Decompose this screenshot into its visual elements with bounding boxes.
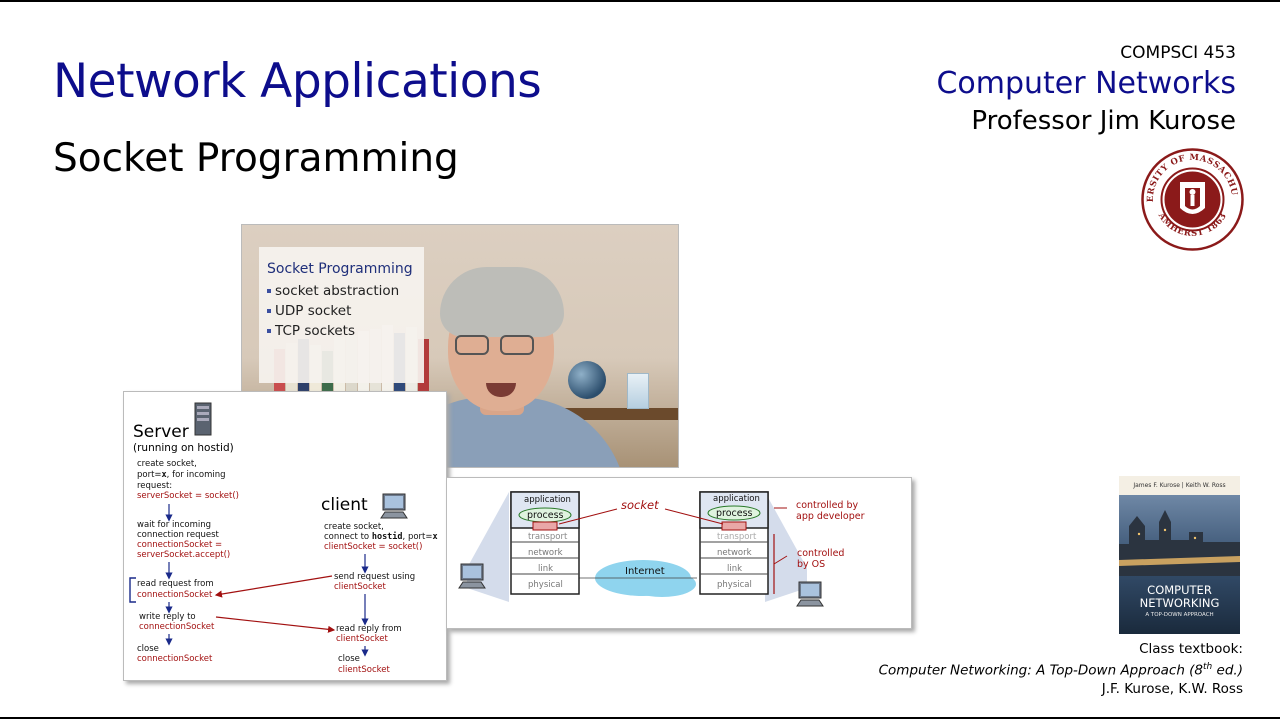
layer-application-right: application — [713, 494, 760, 504]
server-heading: Server — [133, 422, 189, 442]
client-step-text: connect to hostid, port=x — [324, 532, 438, 542]
layer-network-left: network — [528, 548, 563, 558]
textbook-label: Class textbook: — [1139, 641, 1243, 657]
textbook-title: Computer Networking: A Top-Down Approach… — [878, 662, 1243, 679]
client-step-text: create socket, — [324, 522, 384, 532]
server-step-text: close — [137, 644, 159, 654]
glasses-icon — [455, 335, 489, 355]
slide-title: Network Applications — [53, 54, 542, 109]
server-step-text: create socket, — [137, 459, 197, 469]
cover-title: COMPUTER NETWORKING — [1139, 583, 1220, 610]
course-info: COMPSCI 453 Computer Networks Professor … — [936, 42, 1236, 138]
cover-authors: James F. Kurose | Keith W. Ross — [1133, 482, 1226, 489]
client-step-code: clientSocket = socket() — [324, 542, 423, 552]
server-step-text: write reply to — [139, 612, 196, 622]
tcp-flow-diagram: Server (running on hostid) create socket… — [123, 391, 447, 681]
app-developer-label-2: app developer — [796, 511, 865, 522]
bottom-border — [0, 717, 1280, 719]
university-seal-logo: UNIVERSITY OF MASSACHUSETTS AMHERST 1863 — [1141, 148, 1244, 251]
cover-skyline-image — [1119, 510, 1240, 576]
client-step-text: read reply from — [336, 624, 402, 634]
server-step-code: connectionSocket — [139, 622, 215, 632]
textbook-caption: Class textbook: Computer Networking: A T… — [879, 640, 1243, 698]
computer-icon — [380, 493, 408, 519]
server-step-code: connectionSocket — [137, 590, 213, 600]
layer-transport-left: transport — [528, 532, 568, 542]
client-step-text: send request using — [334, 572, 416, 582]
server-step-code: connectionSocket = — [137, 540, 223, 550]
professor-name: Professor Jim Kurose — [971, 106, 1236, 136]
app-developer-label-1: controlled by — [796, 500, 859, 511]
internet-label: Internet — [625, 566, 665, 577]
client-step-text: close — [338, 654, 360, 664]
server-step-code: connectionSocket — [137, 654, 213, 664]
video-card-title: Socket Programming — [267, 261, 413, 277]
server-step-code: serverSocket = socket() — [137, 491, 239, 501]
video-overlay-card: Socket Programming socket abstraction UD… — [259, 247, 424, 383]
video-card-item: UDP socket — [267, 301, 416, 321]
client-step-code: clientSocket — [334, 582, 386, 592]
flow-arrows — [129, 504, 369, 657]
server-step-text: port=x, for incoming — [137, 470, 226, 480]
video-card-item: socket abstraction — [267, 281, 416, 301]
server-step-text: request: — [137, 481, 173, 491]
textbook-authors: J.F. Kurose, K.W. Ross — [1101, 680, 1243, 697]
server-icon — [194, 402, 212, 436]
os-label-2: by OS — [797, 559, 826, 570]
presenter-hair — [440, 267, 564, 337]
client-step-code: clientSocket — [338, 665, 390, 675]
video-card-item: TCP sockets — [267, 321, 416, 341]
textbook-cover: James F. Kurose | Keith W. Ross COMPUTER… — [1119, 476, 1240, 634]
layer-link-right: link — [727, 564, 743, 574]
cover-subtitle: A TOP-DOWN APPROACH — [1145, 612, 1214, 618]
client-step-code: clientSocket — [336, 634, 388, 644]
client-heading: client — [321, 495, 368, 515]
socket-stack-diagram: application process transport network li… — [446, 477, 912, 629]
top-border — [0, 0, 1280, 2]
server-subheading: (running on hostid) — [133, 442, 234, 454]
glass-award — [627, 373, 649, 409]
layer-process-right: process — [716, 508, 753, 519]
glass-globe — [568, 361, 606, 399]
os-label-1: controlled — [797, 548, 845, 559]
slide-subtitle: Socket Programming — [53, 136, 459, 181]
server-step-text: read request from — [137, 579, 214, 589]
server-step-code: serverSocket.accept() — [137, 550, 231, 560]
server-step-text: wait for incoming — [137, 520, 211, 530]
server-step-text: connection request — [137, 530, 219, 540]
socket-label: socket — [621, 498, 659, 512]
course-name: Computer Networks — [936, 66, 1236, 101]
layer-transport-right: transport — [717, 532, 757, 542]
layer-network-right: network — [717, 548, 752, 558]
layer-process-left: process — [527, 510, 564, 521]
layer-physical-left: physical — [528, 580, 563, 590]
layer-physical-right: physical — [717, 580, 752, 590]
layer-application-left: application — [524, 495, 571, 505]
course-code: COMPSCI 453 — [1120, 43, 1236, 63]
layer-link-left: link — [538, 564, 554, 574]
stack-graphics — [458, 491, 824, 607]
